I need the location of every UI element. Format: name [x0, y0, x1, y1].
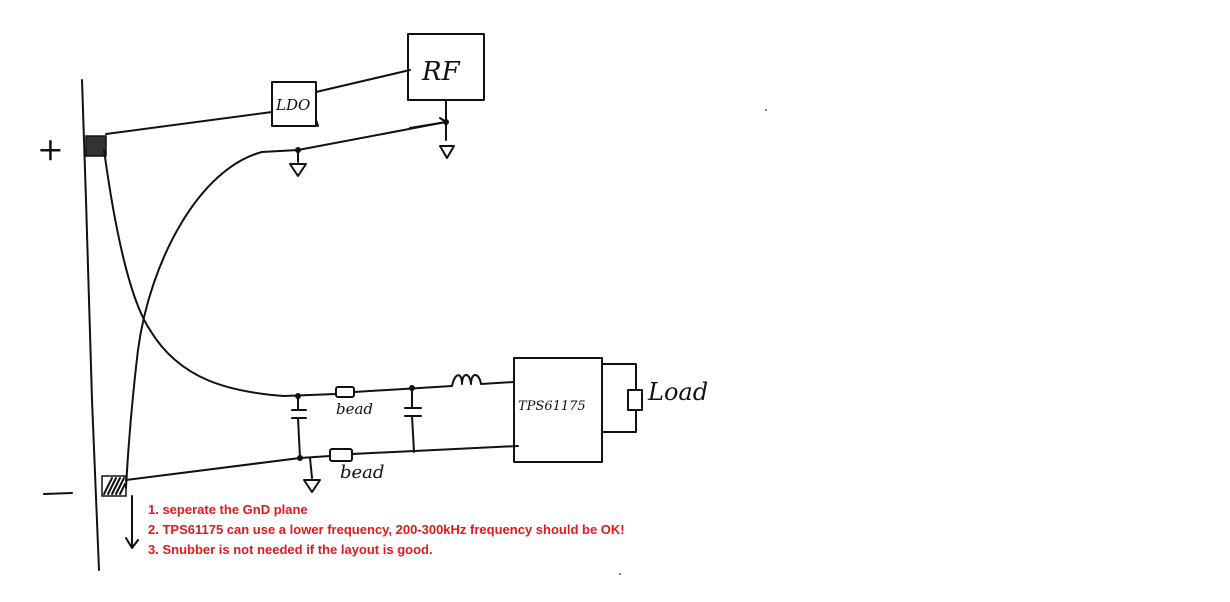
inductor-symbol [451, 374, 515, 387]
ldo-ground-node [295, 147, 301, 153]
ldo-box [271, 81, 317, 127]
rf-ground-arrow [409, 117, 447, 129]
note-item: 2. TPS61175 can use a lower frequency, 2… [148, 522, 625, 537]
stray-dot [765, 109, 767, 111]
tps61175-chip-box [513, 357, 603, 463]
plus-feed-curve [103, 149, 285, 397]
ldo-label: LDO [275, 96, 310, 114]
cap1-top-node [295, 393, 301, 399]
note-item: 3. Snubber is not needed if the layout i… [148, 542, 433, 557]
rf-ground-symbol [439, 145, 455, 159]
tps61175-label: TPS61175 [518, 399, 586, 414]
negative-pad-hatch [103, 477, 126, 495]
load-label: Load [647, 378, 708, 406]
positive-terminal-pad [85, 135, 107, 157]
return-arrow [125, 495, 139, 549]
bead-bottom-symbol [329, 448, 353, 462]
plus-to-ldo-wire [105, 111, 273, 135]
top-rail-wire [283, 393, 337, 397]
load-top-wire [601, 363, 637, 391]
minus-sign [43, 492, 73, 495]
cap2-lower-lead [411, 415, 415, 453]
review-notes: 1. seperate the GnD plane 2. TPS61175 ca… [148, 500, 625, 560]
ldo-ground-return-curve [125, 151, 263, 489]
supply-rail-line [81, 79, 100, 571]
bottom-ground-wire-2 [351, 445, 519, 455]
load-bottom-wire [601, 409, 637, 433]
bottom-ground-symbol [303, 479, 321, 493]
plus-sign: + [37, 130, 64, 168]
cap1-lower-lead [297, 417, 301, 459]
bead-bottom-label: bead [340, 462, 384, 483]
ground-node-bottom [297, 455, 303, 461]
stray-dot [619, 573, 621, 575]
rf-ground-node [443, 119, 449, 125]
ldo-ground-symbol [289, 163, 307, 177]
bead-top-symbol [335, 386, 355, 398]
note-item: 1. seperate the GnD plane [148, 502, 308, 517]
cap2-top-node [409, 385, 415, 391]
rf-label: RF [421, 57, 461, 87]
top-rail-wire-2 [353, 385, 453, 393]
bead-top-label: bead [336, 400, 373, 418]
ldo-to-rf-wire [315, 69, 411, 93]
bottom-ground-drop [309, 457, 313, 479]
load-resistor [627, 389, 643, 411]
